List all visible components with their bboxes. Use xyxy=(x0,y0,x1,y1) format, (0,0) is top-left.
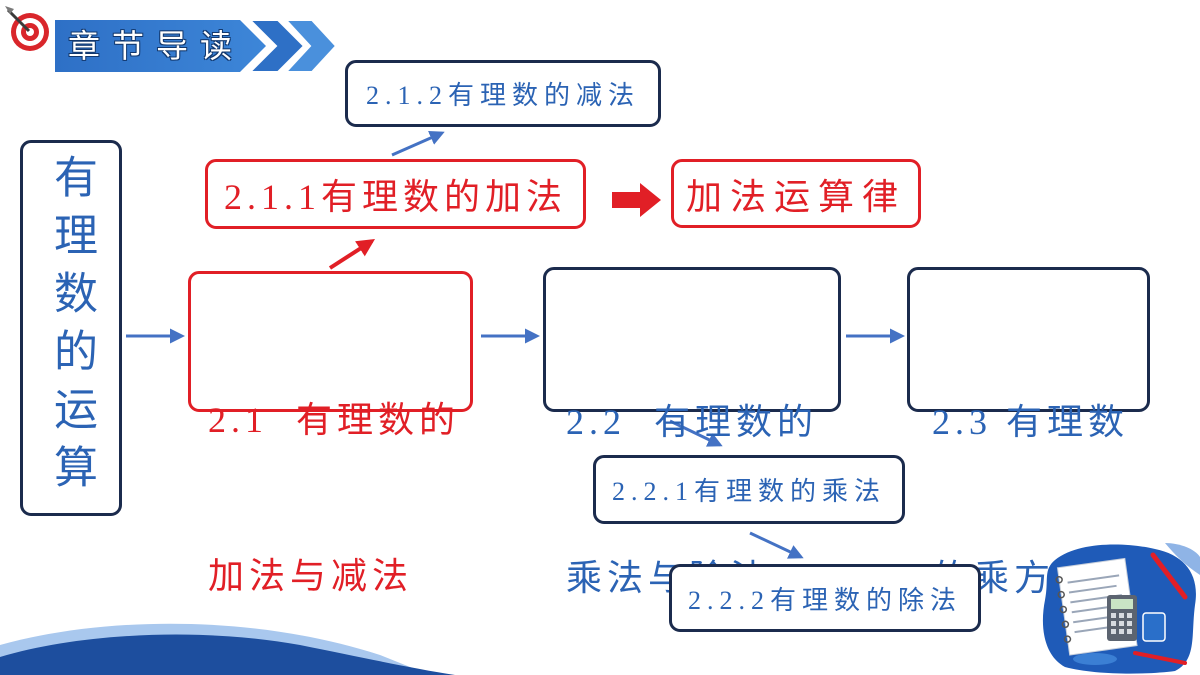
node-2-3: 2.3 有理数 的乘方 xyxy=(907,267,1150,598)
arrow-2-1-to-2-1-1 xyxy=(328,239,376,270)
node-2-1-1: 2.1.1有理数的加法 xyxy=(205,159,586,229)
node-2-2-2: 2.2.2有理数的除法 xyxy=(669,564,981,632)
target-dart-icon xyxy=(5,6,49,51)
node-2-1-2: 2.1.2有理数的减法 xyxy=(345,60,661,127)
double-chevron-icon xyxy=(55,19,338,73)
node-2-2-1: 2.2.1有理数的乘法 xyxy=(593,455,905,524)
node-addition-laws: 加法运算律 xyxy=(671,159,921,228)
section-header-title: 章节导读 xyxy=(68,28,245,64)
node-2-1: 2.1 有理数的 加法与减法 xyxy=(188,271,473,596)
node-2-1-2-label: 2.1.2有理数的减法 xyxy=(365,81,640,110)
node-addition-laws-label: 加法运算律 xyxy=(685,176,906,217)
node-root-label: 有理数的运算 xyxy=(47,154,96,502)
arrow-2-1-1-to-2-1-2 xyxy=(391,130,445,157)
node-2-1-line2: 加法与减法 xyxy=(208,556,414,596)
node-2-1-1-label: 2.1.1有理数的加法 xyxy=(223,177,567,217)
node-2-2-2-label: 2.2.2有理数的除法 xyxy=(687,585,962,615)
node-2-2-line1: 2.2 有理数的 xyxy=(566,402,819,442)
node-root: 有理数的运算 xyxy=(20,140,122,516)
wave-decoration xyxy=(0,623,455,675)
arrow-2-2-to-2-2-1 xyxy=(669,419,723,447)
math-stationery-illustration xyxy=(1042,543,1200,674)
node-2-3-line1: 2.3 有理数 xyxy=(932,402,1130,442)
node-2-2: 2.2 有理数的 乘法与除法 xyxy=(543,267,841,598)
node-2-2-1-label: 2.2.1有理数的乘法 xyxy=(611,477,886,506)
arrow-2-1-1-to-addition-laws xyxy=(612,183,661,217)
node-2-1-line1: 2.1 有理数的 xyxy=(208,400,461,440)
arrow-2-2-1-to-2-2-2 xyxy=(749,531,804,559)
